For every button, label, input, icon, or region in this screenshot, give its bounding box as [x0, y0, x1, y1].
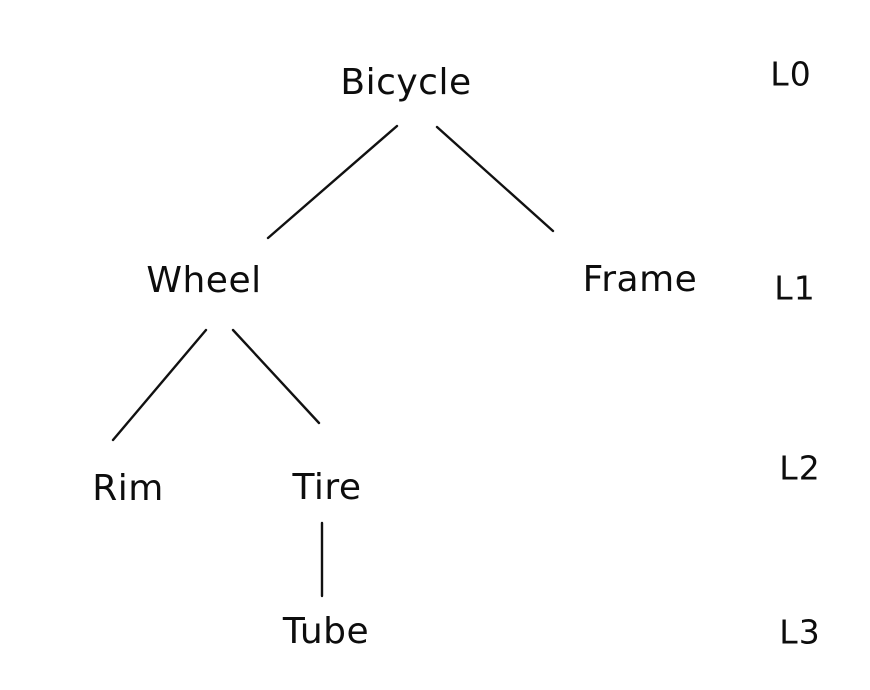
- node-label-wheel[interactable]: Wheel: [146, 260, 262, 301]
- node-label-rim[interactable]: Rim: [92, 468, 164, 509]
- level-label-l0: L0: [770, 54, 812, 94]
- node-label-bicycle[interactable]: Bicycle: [340, 62, 472, 103]
- level-label-l3: L3: [779, 612, 821, 652]
- edge-wheel-to-rim: [111, 328, 208, 442]
- node-label-tire[interactable]: Tire: [292, 467, 362, 508]
- edge-bicycle-to-wheel: [266, 124, 399, 240]
- node-label-frame[interactable]: Frame: [582, 259, 698, 300]
- edge-wheel-to-tire: [231, 328, 321, 425]
- level-label-l2: L2: [779, 448, 821, 488]
- edge-bicycle-to-frame: [435, 125, 555, 233]
- node-label-tube[interactable]: Tube: [282, 611, 370, 652]
- level-label-l1: L1: [774, 268, 816, 308]
